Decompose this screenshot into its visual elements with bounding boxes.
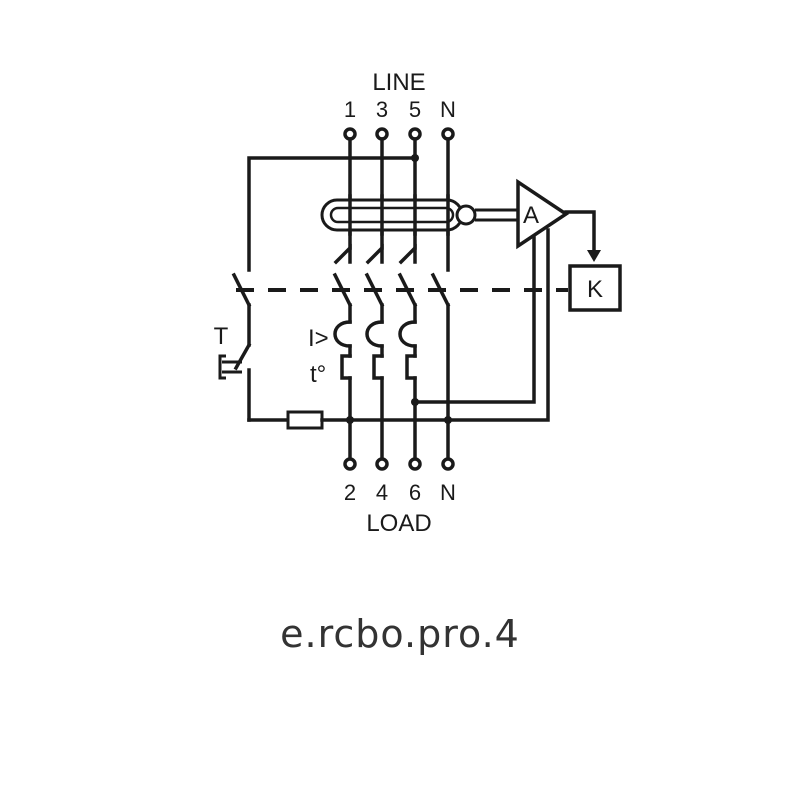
amplifier-to-relay-wire	[564, 210, 601, 262]
line-label: LINE	[372, 69, 425, 96]
load-terminal-n	[441, 457, 455, 471]
product-caption: e.rcbo.pro.4	[280, 612, 520, 656]
trip-relay: K	[568, 264, 622, 312]
load-terminal-label-n: N	[440, 480, 456, 505]
protection-elements	[333, 303, 450, 462]
load-terminal-2	[343, 457, 357, 471]
load-terminal-6	[408, 457, 422, 471]
trip-relay-label: K	[587, 276, 603, 303]
line-terminal-label-3: 3	[376, 97, 388, 122]
test-button: T	[214, 303, 252, 422]
load-label: LOAD	[366, 510, 431, 537]
amplifier-label: A	[523, 202, 539, 229]
current-transformer	[320, 194, 518, 236]
overcurrent-label: I>	[308, 325, 329, 352]
thermal-label: t°	[310, 361, 326, 388]
test-resistor	[247, 410, 450, 430]
load-terminal-label-2: 2	[344, 480, 356, 505]
amplifier: A	[516, 178, 570, 250]
load-terminal-label-6: 6	[409, 480, 421, 505]
line-terminal-label-n: N	[440, 97, 456, 122]
switch-contacts	[231, 272, 451, 308]
amplifier-supply-wires	[411, 228, 550, 424]
load-terminal-label-4: 4	[376, 480, 388, 505]
latch-hooks	[333, 243, 417, 265]
test-circuit-wire	[247, 154, 419, 272]
line-terminal-label-1: 1	[344, 97, 356, 122]
load-terminal-4	[375, 457, 389, 471]
line-terminal-label-5: 5	[409, 97, 421, 122]
test-button-label: T	[214, 323, 229, 350]
